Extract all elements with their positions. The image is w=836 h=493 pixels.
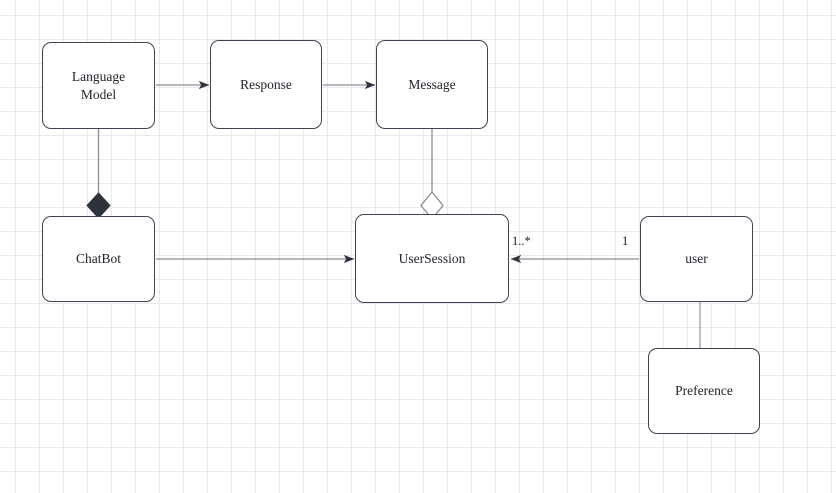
node-preference[interactable]: Preference	[648, 348, 760, 434]
node-label-language-model: Language Model	[71, 68, 126, 102]
node-label-message: Message	[408, 76, 456, 92]
edge-lm-to-chatbot	[86, 129, 111, 219]
node-label-user: user	[685, 251, 708, 267]
node-response[interactable]: Response	[210, 40, 322, 129]
node-label-response: Response	[240, 76, 292, 92]
node-usersession[interactable]: UserSession	[355, 214, 509, 303]
multiplicity-label-user: 1	[622, 234, 629, 248]
node-user[interactable]: user	[640, 216, 753, 302]
node-label-preference: Preference	[675, 383, 733, 399]
multiplicity-label-usersession: 1..*	[512, 234, 531, 248]
edge-message-to-usersession	[420, 129, 444, 221]
filled-diamond-marker	[86, 192, 111, 219]
node-label-chatbot: ChatBot	[75, 251, 121, 267]
node-label-usersession: UserSession	[398, 250, 466, 266]
node-chatbot[interactable]: ChatBot	[42, 216, 155, 302]
node-language-model[interactable]: Language Model	[42, 42, 155, 129]
node-message[interactable]: Message	[376, 40, 488, 129]
